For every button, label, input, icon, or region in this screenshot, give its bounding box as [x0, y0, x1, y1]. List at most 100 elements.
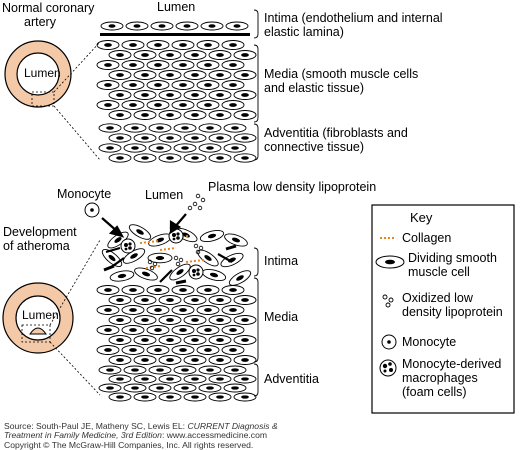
key-collagen-label: Collagen	[402, 231, 452, 245]
smooth-muscle-cell	[133, 70, 157, 80]
smooth-muscle-cell	[196, 345, 220, 355]
fibroblast-cell	[183, 374, 207, 384]
key-box	[371, 204, 515, 414]
dividing-smooth-muscle-cell	[128, 224, 152, 240]
smooth-muscle-cell	[183, 110, 207, 120]
smooth-muscle-cell	[233, 50, 257, 60]
fibroblast-cell	[233, 133, 257, 143]
fibroblast-cell	[158, 133, 182, 143]
fibroblast-cell	[208, 153, 232, 163]
migration-arrow	[159, 269, 173, 283]
smooth-muscle-cell	[158, 335, 182, 345]
fibroblast-cell	[233, 374, 257, 384]
smooth-muscle-cell	[208, 315, 232, 325]
normal-artery-cross-section	[4, 40, 101, 161]
bottom-media-label: Media	[264, 310, 299, 324]
smooth-muscle-cell	[146, 325, 170, 335]
fibroblast-cell	[133, 153, 157, 163]
smooth-muscle-cell	[208, 355, 232, 365]
key-ldl-label: Oxidized low density lipoprotein	[402, 291, 503, 319]
bottom-layer-brackets	[253, 247, 259, 397]
foam-cell	[168, 228, 184, 244]
smooth-muscle-cell	[196, 80, 220, 90]
smooth-muscle-cell	[158, 315, 182, 325]
fibroblast-cell	[148, 365, 172, 375]
foam-cell	[188, 264, 204, 280]
dividing-smooth-muscle-cell	[199, 229, 225, 243]
smooth-muscle-cell	[208, 50, 232, 60]
monocyte-label: Monocyte	[57, 187, 112, 201]
smooth-muscle-cell	[108, 50, 132, 60]
endothelial-cell	[100, 21, 124, 31]
fibroblast-cell	[198, 365, 222, 375]
smooth-muscle-cell	[171, 285, 195, 295]
endothelial-cell	[175, 21, 199, 31]
fibroblast-cell	[158, 153, 182, 163]
fibroblast-cell	[108, 374, 132, 384]
fibroblast-cell	[183, 392, 207, 402]
endothelial-cell	[200, 21, 224, 31]
smooth-muscle-cell	[196, 100, 220, 110]
fibroblast-cell	[183, 153, 207, 163]
smooth-muscle-cell	[133, 355, 157, 365]
smooth-muscle-cell	[121, 60, 145, 70]
key-title: Key	[410, 210, 433, 225]
fibroblast-cell	[98, 365, 122, 375]
fibroblast-cell	[208, 374, 232, 384]
dividing-smooth-muscle-cell	[228, 270, 252, 286]
smooth-muscle-cell	[108, 70, 132, 80]
smooth-muscle-cell	[121, 285, 145, 295]
dividing-smooth-muscle-cell	[169, 263, 191, 281]
smooth-muscle-cell	[158, 50, 182, 60]
smooth-muscle-cell	[208, 335, 232, 345]
top-circle-lumen-label: Lumen	[24, 66, 61, 80]
smooth-muscle-cell	[183, 50, 207, 60]
smooth-muscle-cell	[158, 295, 182, 305]
fibroblast-cell	[198, 143, 222, 153]
atheroma-artery-cross-section	[2, 239, 101, 396]
oxidized-ldl	[193, 243, 204, 255]
top-adventitia-label: Adventitia (fibroblasts and connective t…	[264, 126, 408, 154]
fibroblast-cell	[183, 133, 207, 143]
internal-elastic-lamina	[100, 33, 250, 36]
smooth-muscle-cell	[133, 335, 157, 345]
oxidized-ldl	[173, 255, 184, 267]
smooth-muscle-cell	[146, 80, 170, 90]
smooth-muscle-cell	[221, 305, 245, 315]
dividing-smooth-muscle-cell	[134, 267, 158, 281]
smooth-muscle-cell	[171, 60, 195, 70]
smooth-muscle-cell	[133, 110, 157, 120]
key-monocyte-label: Monocyte	[402, 335, 457, 349]
fibroblast-cell	[173, 383, 197, 393]
migration-arrow	[105, 246, 121, 254]
smooth-muscle-cell	[96, 100, 120, 110]
smooth-muscle-cell	[146, 345, 170, 355]
collagen-fiber	[185, 259, 205, 263]
bottom-tissue-layers	[96, 224, 257, 402]
smooth-muscle-cell	[121, 100, 145, 110]
collagen-fiber	[159, 247, 177, 251]
fibroblast-cell	[223, 383, 247, 393]
smooth-muscle-cell	[183, 355, 207, 365]
entry-arrows	[101, 213, 187, 238]
fibroblast-cell	[133, 392, 157, 402]
smooth-muscle-cell	[221, 40, 245, 50]
top-lumen-label: Lumen	[157, 0, 196, 14]
fibroblast-cell	[198, 383, 222, 393]
smooth-muscle-cell	[108, 90, 132, 100]
fibroblast-cell	[223, 143, 247, 153]
smooth-muscle-cell	[133, 315, 157, 325]
smooth-muscle-cell	[183, 295, 207, 305]
smooth-muscle-cell	[233, 315, 257, 325]
oxidized-ldl	[147, 259, 158, 271]
fibroblast-cell	[223, 123, 247, 133]
smooth-muscle-cell	[221, 80, 245, 90]
smooth-muscle-cell	[146, 305, 170, 315]
smooth-muscle-cell	[171, 100, 195, 110]
fibroblast-cell	[223, 365, 247, 375]
fibroblast-cell	[133, 374, 157, 384]
collagen-fiber	[139, 240, 159, 244]
smooth-muscle-cell	[233, 110, 257, 120]
dividing-smooth-muscle-cell	[201, 268, 227, 282]
